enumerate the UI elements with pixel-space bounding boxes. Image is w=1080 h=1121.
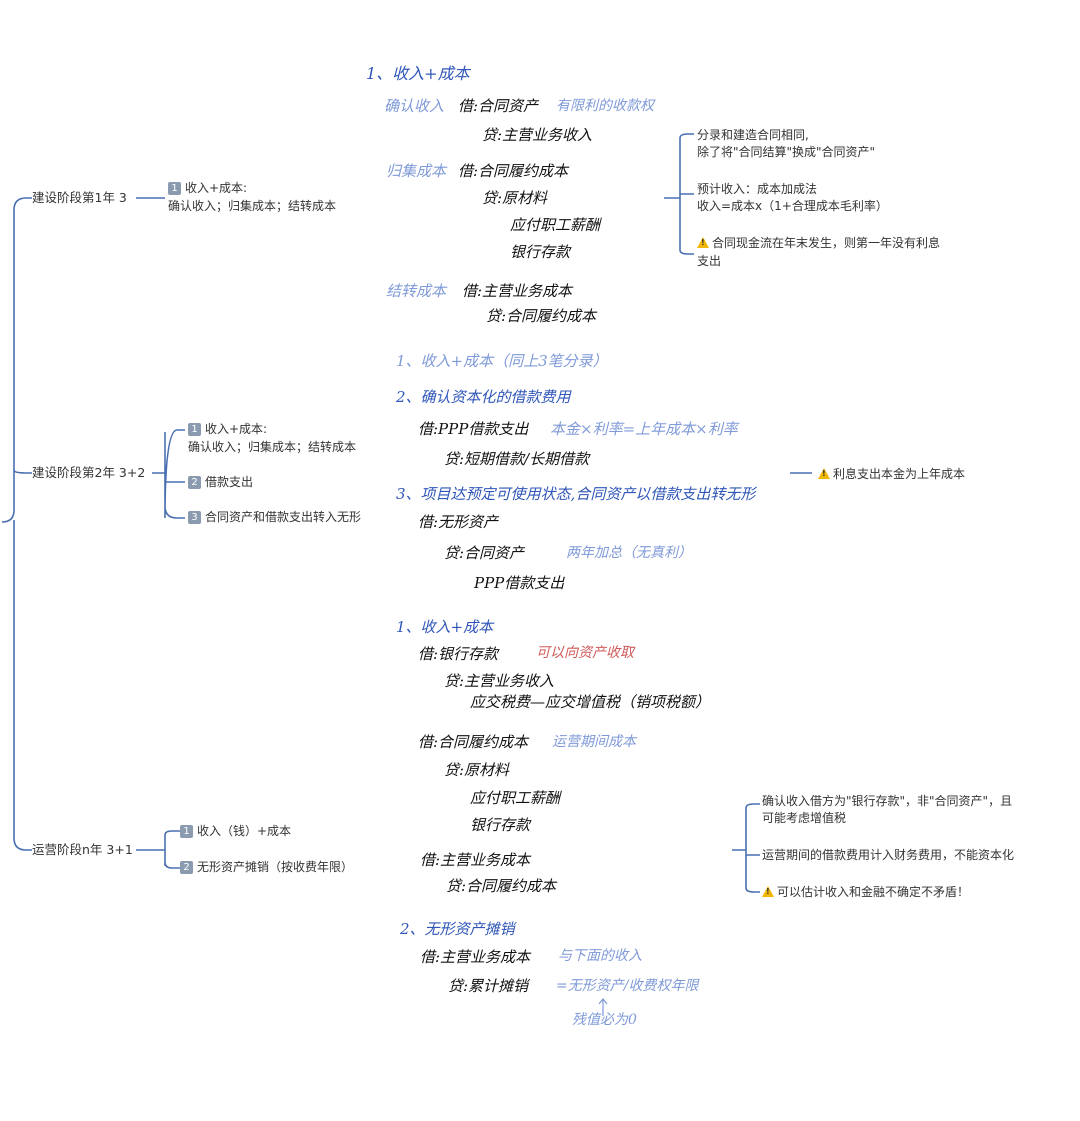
y2-subtopic-3: 3 合同资产和借款支出转入无形 (188, 510, 361, 525)
hw-yn-dr-bank: 借:银行存款 (418, 645, 499, 663)
y1-item-revenue-cost: 收入+成本: (185, 181, 248, 195)
y2-item-loan-expense: 借款支出 (205, 475, 254, 489)
hw-yn-dr-performance-cost: 借:合同履约成本 (418, 733, 529, 751)
hw-y1-dr-contract-asset: 借:合同资产 (458, 97, 539, 115)
y2-subtopic-1-detail: 确认收入；归集成本；结转成本 (188, 440, 357, 454)
y2-note-1-text: 利息支出本金为上年成本 (833, 467, 966, 481)
hw-yn-dr-main-cost: 借:主营业务成本 (420, 851, 531, 869)
hw-yn-operating-cost: 运营期间成本 (552, 734, 636, 750)
y1-note-3a: 合同现金流在年末发生，则第一年没有利息 (697, 235, 940, 251)
y1-subtopic-detail: 确认收入；归集成本；结转成本 (168, 199, 337, 213)
hw-y1-title: 1、收入+成本 (366, 64, 470, 83)
hw-y2-dr-intangible: 借:无形资产 (418, 513, 499, 531)
y2-item-revenue-cost: 收入+成本: (205, 422, 268, 436)
yn-item-revenue-cost: 收入（钱）+成本 (197, 824, 292, 838)
hw-yn-cr-revenue: 贷:主营业务收入 (444, 672, 555, 690)
yn-note-3-text: 可以估计收入和金融不确定不矛盾！ (777, 885, 970, 899)
y2-item-transfer-intangible: 合同资产和借款支出转入无形 (205, 510, 362, 524)
y1-note-1a: 分录和建造合同相同, (697, 128, 809, 142)
hw-y1-label-collect: 归集成本 (386, 162, 447, 180)
hw-y1-cr-materials: 贷:原材料 (482, 189, 548, 207)
hw-yn-title-1: 1、收入+成本 (396, 618, 494, 636)
yn-note-1b: 可能考虑增值税 (762, 811, 847, 825)
warning-icon (818, 468, 830, 480)
hw-yn-collect-note: 可以向资产收取 (536, 645, 634, 661)
stage-year1-label: 建设阶段第1年 3 (32, 190, 127, 205)
y1-subtopic: 1 收入+成本: (168, 181, 247, 196)
hw-yn-vat: 应交税费—应交增值税（销项税额） (470, 693, 711, 711)
hw-yn-cr-performance-cost: 贷:合同履约成本 (446, 877, 557, 895)
y1-note-2b: 收入=成本x（1+合理成本毛利率） (697, 199, 888, 213)
hw-y1-cr-performance-cost: 贷:合同履约成本 (486, 307, 597, 325)
hw-y2-two-year-sum: 两年加总（无真利） (566, 545, 692, 561)
hw-yn-cr-accum-amort: 贷:累计摊销 (448, 977, 529, 995)
y1-note-2a: 预计收入：成本加成法 (697, 182, 818, 196)
hw-y2-title-1: 1、收入+成本（同上3笔分录） (396, 352, 608, 370)
hw-yn-amort-formula: =无形资产/收费权年限 (556, 978, 699, 994)
y1-note-1b: 除了将"合同结算"换成"合同资产" (697, 145, 876, 159)
hw-y1-bank: 银行存款 (510, 243, 571, 261)
number-badge: 2 (180, 861, 193, 874)
hw-y1-dr-performance-cost: 借:合同履约成本 (458, 162, 569, 180)
yn-note-2: 运营期间的借款费用计入财务费用，不能资本化 (762, 848, 1015, 862)
hw-y1-label-recognize: 确认收入 (384, 97, 445, 115)
number-badge: 1 (180, 825, 193, 838)
y1-note-3b: 支出 (697, 254, 722, 268)
hw-yn-match-revenue: 与下面的收入 (558, 948, 642, 964)
yn-item-amortization: 无形资产摊销（按收费年限） (197, 860, 354, 874)
y1-note-3a-text: 合同现金流在年末发生，则第一年没有利息 (712, 236, 941, 250)
stage-operation-label: 运营阶段n年 3+1 (32, 842, 133, 857)
warning-icon (762, 886, 774, 898)
hw-yn-residual-zero: 残值必为0 (572, 1012, 637, 1028)
yn-subtopic-2: 2 无形资产摊销（按收费年限） (180, 860, 353, 875)
hw-y2-title-3: 3、项目达预定可使用状态,合同资产以借款支出转无形 (396, 485, 756, 503)
y2-subtopic-1: 1 收入+成本: (188, 422, 267, 437)
y2-subtopic-2: 2 借款支出 (188, 475, 253, 490)
number-badge: 1 (168, 182, 181, 195)
hw-yn-title-2: 2、无形资产摊销 (400, 920, 515, 938)
hw-yn-bank: 银行存款 (470, 816, 531, 834)
yn-note-3: 可以估计收入和金融不确定不矛盾！ (762, 884, 969, 900)
stage-year2-label: 建设阶段第2年 3+2 (32, 465, 146, 480)
number-badge: 2 (188, 476, 201, 489)
hw-y2-ppp-loan: PPP借款支出 (474, 574, 565, 592)
hw-y2-dr-ppp-loan: 借:PPP借款支出 (418, 420, 529, 438)
hw-y2-cr-contract-asset: 贷:合同资产 (444, 544, 525, 562)
hw-y1-note-right: 有限利的收款权 (556, 98, 654, 114)
hw-y1-payroll: 应付职工薪酬 (510, 216, 601, 234)
hw-yn-payroll: 应付职工薪酬 (470, 789, 561, 807)
hw-y1-label-transfer: 结转成本 (386, 282, 447, 300)
number-badge: 3 (188, 511, 201, 524)
warning-icon (697, 237, 709, 249)
y2-note-1: 利息支出本金为上年成本 (818, 466, 965, 482)
hw-y2-interest-formula: 本金×利率=上年成本×利率 (550, 420, 738, 438)
hw-y2-cr-loans: 贷:短期借款/长期借款 (444, 450, 590, 468)
yn-subtopic-1: 1 收入（钱）+成本 (180, 824, 291, 839)
number-badge: 1 (188, 423, 201, 436)
hw-yn-dr-main-cost-2: 借:主营业务成本 (420, 948, 531, 966)
hw-y1-dr-main-cost: 借:主营业务成本 (462, 282, 573, 300)
hw-y1-cr-revenue: 贷:主营业务收入 (482, 126, 593, 144)
hw-yn-cr-materials: 贷:原材料 (444, 761, 510, 779)
yn-note-1a: 确认收入借方为"银行存款"，非"合同资产"，且 (762, 794, 1013, 808)
hw-y2-title-2: 2、确认资本化的借款费用 (396, 388, 571, 406)
